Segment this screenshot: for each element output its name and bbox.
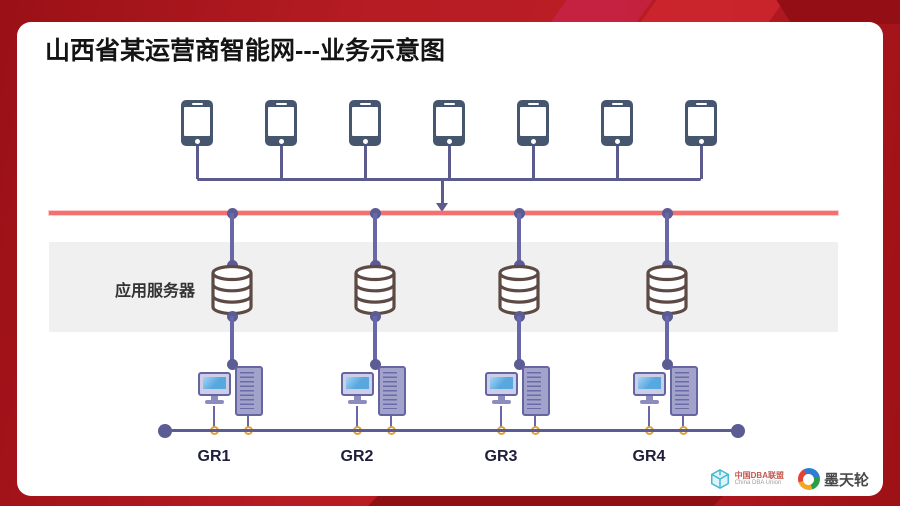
database-icon: [644, 264, 690, 316]
connector-line: [517, 213, 521, 265]
page-title: 山西省某运营商智能网---业务示意图: [45, 37, 445, 65]
database-icon: [209, 264, 255, 316]
connector-line: [665, 213, 669, 265]
monitor-stub-line: [356, 406, 358, 430]
smartphone-icon: [685, 100, 717, 146]
monitor-stub-line: [213, 406, 215, 430]
group-label: GR1: [197, 448, 231, 465]
group-label: GR3: [484, 448, 518, 465]
bus-endpoint: [158, 423, 172, 438]
dba-logo-text: 中国DBA联盟: [734, 470, 784, 480]
connector-line: [230, 213, 234, 265]
modb-logo-text: 墨天轮: [823, 471, 869, 489]
group-label: GR2: [340, 448, 374, 465]
connector-line: [665, 316, 669, 364]
group-label: GR4: [632, 448, 666, 465]
rack-node: [226, 358, 238, 370]
monitor-stub-line: [500, 406, 502, 430]
phone-drop-line: [615, 146, 619, 179]
connector-line: [373, 316, 377, 364]
database-icon: [496, 264, 542, 316]
dba-union-logo: 中国DBA联盟 China DBA Union: [709, 468, 784, 490]
smartphone-icon: [265, 100, 297, 146]
server-stub-line: [247, 416, 249, 430]
server-stub-line: [682, 416, 684, 430]
smartphone-icon: [433, 100, 465, 146]
server-rack-icon: [670, 366, 698, 416]
footer-logos: 中国DBA联盟 China DBA Union 墨天轮: [709, 468, 869, 490]
connector-line: [230, 316, 234, 364]
monitor-icon: [198, 372, 231, 406]
monitor-icon: [633, 372, 666, 406]
cube-logo-icon: [710, 468, 729, 490]
smartphone-icon: [601, 100, 633, 146]
server-rack-icon: [235, 366, 263, 416]
app-server-band: [49, 242, 838, 332]
server-rack-icon: [378, 366, 406, 416]
smartphone-icon: [517, 100, 549, 146]
network-bus-red-line: [49, 211, 838, 215]
phone-drop-line: [699, 146, 703, 179]
slide-content: 山西省某运营商智能网---业务示意图 应用服务器 GR1 GR2 GR3 GR4 中国…: [17, 22, 883, 496]
rack-node: [661, 358, 673, 370]
bottom-bus-line: [165, 429, 738, 432]
rack-node: [369, 358, 381, 370]
database-icon: [352, 264, 398, 316]
down-arrow-icon: [440, 178, 444, 203]
phone-drop-line: [447, 146, 451, 179]
rack-node: [513, 358, 525, 370]
monitor-icon: [485, 372, 518, 406]
phone-bus-line: [197, 178, 701, 181]
down-arrow-icon: [436, 203, 448, 212]
ring-logo-icon: [797, 468, 820, 490]
smartphone-icon: [181, 100, 213, 146]
smartphone-icon: [349, 100, 381, 146]
phone-drop-line: [279, 146, 283, 179]
monitor-stub-line: [648, 406, 650, 430]
server-stub-line: [390, 416, 392, 430]
phone-drop-line: [195, 146, 199, 179]
server-rack-icon: [522, 366, 550, 416]
frame-decoration: [776, 0, 900, 24]
frame-decoration: [368, 495, 724, 506]
phone-drop-line: [531, 146, 535, 179]
connector-line: [517, 316, 521, 364]
frame-decoration: [639, 0, 785, 24]
dba-logo-subtext: China DBA Union: [734, 480, 782, 487]
server-stub-line: [534, 416, 536, 430]
bus-endpoint: [731, 423, 745, 438]
monitor-icon: [341, 372, 374, 406]
frame-decoration: [549, 0, 653, 24]
connector-line: [373, 213, 377, 265]
app-server-label: 应用服务器: [115, 283, 196, 300]
modb-logo: 墨天轮: [797, 468, 869, 490]
phone-drop-line: [363, 146, 367, 179]
